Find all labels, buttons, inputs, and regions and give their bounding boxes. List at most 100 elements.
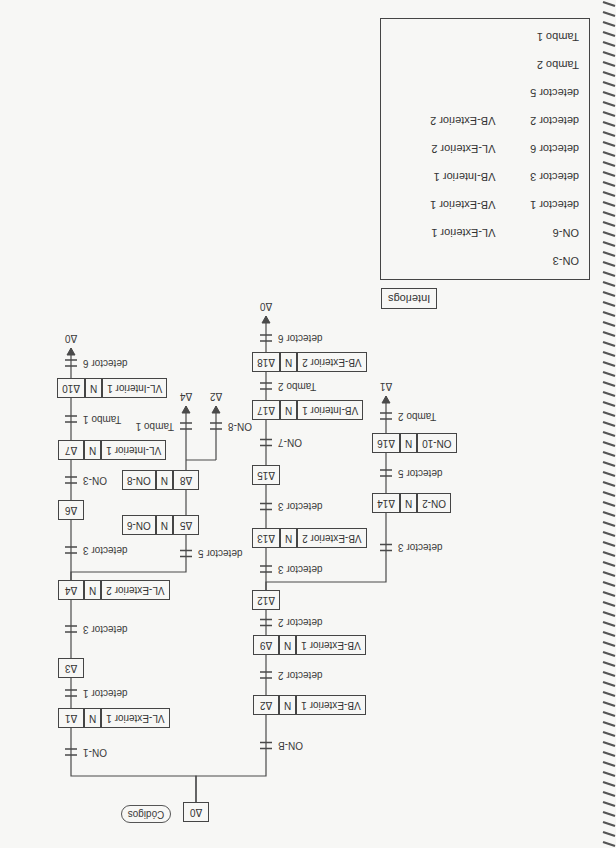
sequence-link <box>70 678 71 708</box>
interlock-item: detector 1 <box>495 199 579 212</box>
action-name: VB-Exterior 2 <box>297 528 366 548</box>
sequence-link <box>71 728 196 802</box>
contact-symbol <box>380 470 392 476</box>
interlock-item: detector 5 <box>495 87 579 100</box>
action-name: VB-Exterior 1 <box>296 635 365 655</box>
jump-target: Δ4 <box>179 390 193 402</box>
step-number: Δ5 <box>173 515 199 535</box>
exit-wires <box>71 316 386 470</box>
sequence-link <box>70 398 71 440</box>
sequence-link <box>70 600 71 658</box>
step-number: Δ17 <box>252 400 280 420</box>
interlock-item: detector 2 <box>495 115 579 128</box>
transition-label: ON-7 <box>277 437 303 449</box>
step-box: Δ2NVB-Exterior 1 <box>253 695 366 715</box>
step-box: Δ10NVL-Interior 1 <box>57 378 167 398</box>
step-number: Δ0 <box>183 802 209 822</box>
action-qualifier: N <box>280 400 297 420</box>
transition-label: detector 3 <box>82 623 128 635</box>
action-name: VB-Exterior 1 <box>296 695 365 715</box>
jump-target: Δ2 <box>209 390 223 402</box>
sheet-heading: Códigos <box>121 805 172 823</box>
step-box: Δ0 <box>183 802 209 822</box>
contact-symbol <box>65 690 77 696</box>
sequence-link <box>71 535 186 580</box>
action-name: VB-Interior 1 <box>297 400 363 420</box>
sequence-link <box>70 460 71 500</box>
contact-symbols <box>65 335 392 429</box>
action-qualifier: N <box>400 493 417 513</box>
action-name: VL-Interior 1 <box>101 440 166 460</box>
step-number: Δ14 <box>372 493 400 513</box>
action-name: ON-6 <box>122 515 156 535</box>
action-qualifier: N <box>84 708 101 728</box>
link-group <box>71 535 192 580</box>
link-group <box>196 715 272 802</box>
action-qualifier: N <box>280 352 297 372</box>
contact-symbol <box>260 566 272 572</box>
interlock-item: detector 3 <box>495 171 579 184</box>
step-box: Δ15 <box>252 465 280 485</box>
step-number: Δ2 <box>253 695 279 715</box>
interlock-item: detector 6 <box>495 143 579 156</box>
contact-symbol <box>260 672 272 678</box>
contact-symbol <box>180 551 192 557</box>
transition-label: detector 3 <box>277 501 323 513</box>
step-box: Δ1NVL-Exterior 1 <box>58 708 170 728</box>
action-qualifier: N <box>156 470 173 490</box>
contact-symbol <box>260 620 272 626</box>
table-heading: Interlogs <box>381 288 437 309</box>
jump-arrowheads <box>67 316 390 413</box>
sequence-link <box>185 490 186 515</box>
transition-label: detector 3 <box>277 563 323 575</box>
interlock-item: Tambo 1 <box>495 31 579 44</box>
action-qualifier: N <box>280 528 297 548</box>
step-box: Δ4NVL-Exterior 2 <box>58 580 170 600</box>
contact-symbol <box>65 477 77 483</box>
transition-label: ON-1 <box>82 746 108 758</box>
contact-symbol <box>65 416 77 422</box>
step-box: Δ18NVB-Exterior 2 <box>252 352 367 372</box>
contact-symbol <box>260 743 272 749</box>
spiral-binding <box>602 0 616 848</box>
action-qualifier: N <box>84 440 101 460</box>
interlock-item: VB-Exterior 2 <box>391 115 495 128</box>
action-qualifier: N <box>84 580 101 600</box>
link-group <box>260 655 272 695</box>
interlock-item: VL-Exterior 2 <box>391 143 495 156</box>
action-name: VB-Exterior 2 <box>297 352 366 372</box>
contact-symbol <box>260 504 272 510</box>
link-group <box>65 728 196 802</box>
contact-symbol <box>65 547 77 553</box>
link-group <box>65 460 77 500</box>
interlock-table: InterlogsON-3ON-6VL-Exterior 1detector 1… <box>380 18 590 280</box>
sequence-link <box>265 610 266 635</box>
sequence-link <box>385 453 386 493</box>
action-qualifier: N <box>400 433 417 453</box>
sequence-link <box>266 513 386 590</box>
step-number: Δ15 <box>252 465 280 485</box>
transition-label: ON-8 <box>227 420 253 432</box>
link-group <box>260 610 272 635</box>
action-name: VL-Interior 1 <box>102 378 167 398</box>
step-number: Δ7 <box>58 440 84 460</box>
step-number: Δ3 <box>58 658 84 678</box>
step-box: Δ12 <box>252 590 280 610</box>
step-box: Δ16NON-10 <box>372 433 457 453</box>
step-number: Δ13 <box>252 528 280 548</box>
transition-label: detector 5 <box>397 467 443 479</box>
jump-target: Δ0 <box>259 300 273 312</box>
link-group <box>260 372 272 400</box>
link-group <box>65 398 77 440</box>
step-box: Δ14NON-2 <box>372 493 451 513</box>
step-box: Δ13NVB-Exterior 2 <box>252 528 367 548</box>
sequence-link <box>196 715 266 802</box>
link-group <box>186 490 187 515</box>
action-qualifier: N <box>156 515 173 535</box>
contact-symbol <box>65 749 77 755</box>
link-group <box>65 678 77 708</box>
step-number: Δ10 <box>57 378 85 398</box>
action-qualifier: N <box>85 378 102 398</box>
interlock-item: ON-3 <box>495 255 579 268</box>
link-group <box>260 485 272 528</box>
